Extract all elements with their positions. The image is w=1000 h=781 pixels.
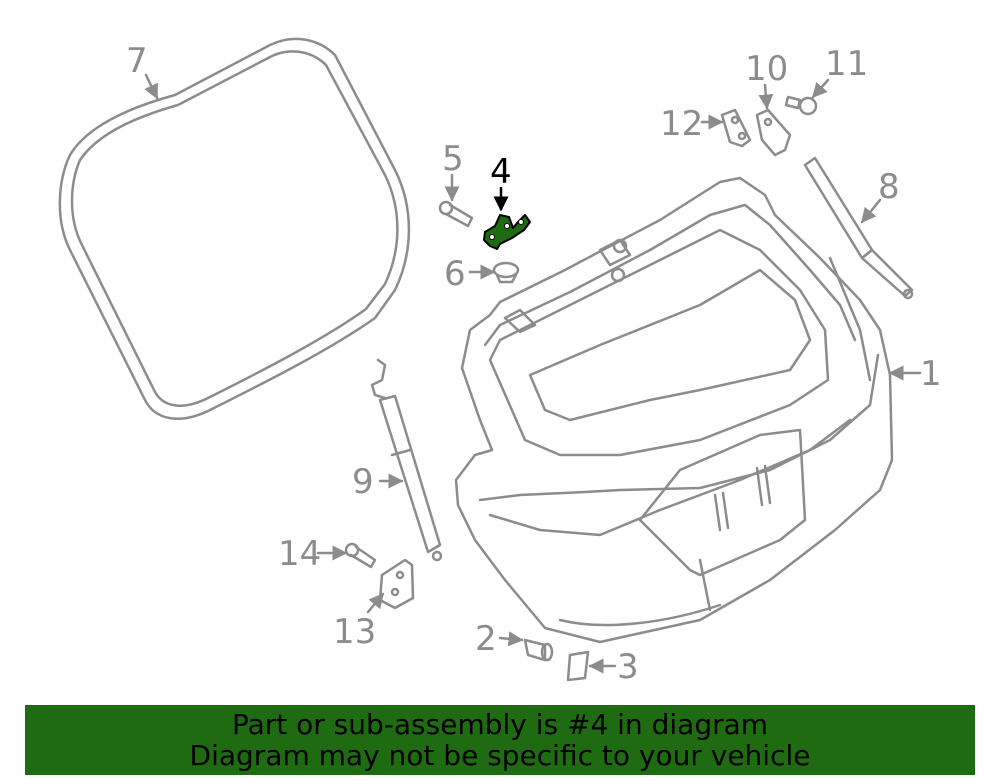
shim-plate-12-part bbox=[720, 108, 752, 148]
callout-8: 8 bbox=[878, 167, 900, 207]
rear-glass-part bbox=[58, 37, 411, 420]
banner-line-1: Part or sub-assembly is #4 in diagram bbox=[231, 708, 769, 741]
leader-lines bbox=[144, 73, 922, 674]
callout-2: 2 bbox=[475, 619, 497, 659]
bolt-11-part bbox=[784, 95, 818, 116]
gas-strut-right-part bbox=[803, 156, 914, 300]
gas-strut-left-part bbox=[370, 358, 443, 562]
callout-4: 4 bbox=[490, 152, 512, 192]
hinge-bracket-icon[interactable] bbox=[483, 187, 531, 250]
callout-9: 9 bbox=[352, 462, 374, 502]
callout-7: 7 bbox=[126, 41, 148, 81]
callout-13: 13 bbox=[333, 612, 376, 652]
liftgate-part bbox=[454, 176, 894, 644]
callout-1: 1 bbox=[920, 354, 942, 394]
callout-6: 6 bbox=[444, 254, 466, 294]
bolt-5-part bbox=[438, 200, 474, 228]
cap-3-part bbox=[566, 650, 590, 682]
callout-5: 5 bbox=[442, 139, 464, 179]
grommet-6-part bbox=[492, 261, 520, 284]
bulb-2-part bbox=[523, 638, 554, 662]
strut-bracket-part bbox=[755, 108, 792, 157]
callout-11: 11 bbox=[825, 44, 868, 84]
callout-14: 14 bbox=[278, 534, 321, 574]
bolt-14-part bbox=[344, 542, 377, 569]
hinge-13-part bbox=[378, 558, 415, 610]
callout-3: 3 bbox=[617, 647, 639, 687]
parts-diagram: 7 5 4 6 10 11 12 8 1 9 14 13 2 3 bbox=[58, 37, 942, 687]
callout-12: 12 bbox=[660, 104, 703, 144]
info-banner: Part or sub-assembly is #4 in diagram Di… bbox=[25, 705, 975, 775]
banner-line-2: Diagram may not be specific to your vehi… bbox=[189, 739, 811, 772]
callout-10: 10 bbox=[745, 49, 788, 89]
